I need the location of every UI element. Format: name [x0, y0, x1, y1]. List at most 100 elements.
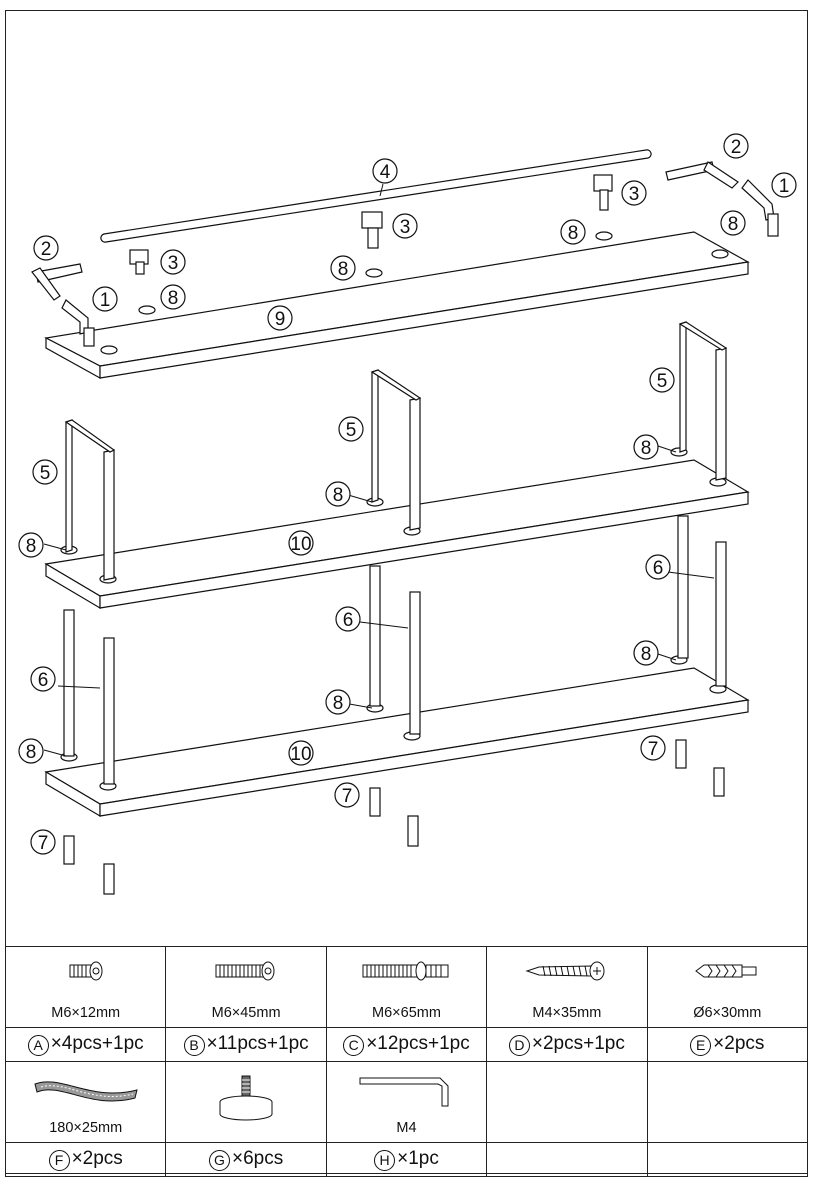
hardware-qty: ×12pcs+1pc	[366, 1033, 470, 1054]
top-rod	[100, 149, 652, 243]
hardware-qty-empty-2	[646, 1142, 809, 1177]
hardware-qty: ×2pcs	[713, 1033, 765, 1054]
callout-7-mid: 7	[334, 782, 360, 808]
strap-icon	[34, 1081, 138, 1102]
callout-1-left: 1	[92, 286, 118, 312]
callout-8-c: 8	[560, 219, 586, 245]
svg-text:2: 2	[41, 239, 52, 260]
letter-badge: E	[690, 1035, 712, 1056]
callout-5-right: 5	[649, 367, 675, 393]
callout-5-mid: 5	[338, 416, 364, 442]
callout-8-d: 8	[720, 210, 746, 236]
hardware-spec: M4	[396, 1120, 417, 1136]
callout-2-left: 2	[33, 235, 59, 261]
hardware-cell-d: M4×35mm	[486, 946, 648, 1028]
callout-8-a: 8	[160, 284, 186, 310]
svg-text:5: 5	[346, 420, 357, 441]
middle-board	[44, 459, 750, 610]
middle-posts	[63, 515, 727, 785]
callout-8-g: 8	[633, 434, 659, 460]
callout-7-right: 7	[640, 735, 666, 761]
hardware-qty-b: B×11pcs+1pc	[165, 1027, 327, 1062]
leveling-foot-icon	[219, 1075, 273, 1121]
hardware-qty: ×1pc	[397, 1148, 439, 1169]
callout-2-right: 2	[723, 133, 749, 159]
letter-badge: A	[27, 1035, 49, 1056]
hardware-spec: Ø6×30mm	[693, 1005, 762, 1021]
hardware-qty: ×2pcs+1pc	[531, 1033, 625, 1054]
callout-7-left: 7	[30, 829, 56, 855]
hardware-cell-e: Ø6×30mm	[646, 946, 809, 1028]
hardware-cell-h: M4	[325, 1061, 488, 1143]
svg-text:8: 8	[568, 223, 579, 244]
long-bolt-icon	[362, 961, 449, 981]
svg-text:4: 4	[380, 162, 391, 183]
callout-8-e: 8	[18, 532, 44, 558]
svg-text:8: 8	[168, 288, 179, 309]
medium-bolt-icon	[215, 961, 275, 981]
callout-5-left: 5	[32, 459, 58, 485]
hardware-qty-h: H×1pc	[325, 1142, 488, 1177]
hardware-cell-empty-2	[646, 1061, 809, 1143]
svg-text:3: 3	[629, 184, 640, 205]
exploded-assembly-diagram: 4 2 3 1 8 3 8 3 8 2 1 8 9 5 5 5 8 8 8 10…	[18, 133, 797, 895]
hardware-qty: ×11pcs+1pc	[206, 1033, 309, 1054]
hardware-spec: 180×25mm	[49, 1120, 123, 1136]
top-board	[44, 231, 750, 380]
hardware-cell-b: M6×45mm	[165, 946, 327, 1028]
letter-badge: G	[208, 1150, 230, 1171]
svg-text:1: 1	[779, 176, 790, 197]
callout-10-upper: 10	[288, 530, 314, 556]
hardware-qty-empty-1	[486, 1142, 648, 1177]
svg-text:9: 9	[275, 309, 286, 330]
svg-text:8: 8	[641, 438, 652, 459]
callout-10-lower: 10	[288, 740, 314, 766]
callout-4: 4	[372, 158, 398, 184]
hardware-cell-f: 180×25mm	[4, 1061, 167, 1143]
hardware-qty-g: G×6pcs	[165, 1142, 327, 1177]
svg-text:8: 8	[338, 259, 349, 280]
hardware-qty-e: E×2pcs	[646, 1027, 809, 1062]
callouts: 4 2 3 1 8 3 8 3 8 2 1 8 9 5 5 5 8 8 8 10…	[18, 133, 797, 855]
callout-8-i: 8	[325, 689, 351, 715]
svg-text:5: 5	[40, 463, 51, 484]
callout-8-j: 8	[633, 640, 659, 666]
callout-8-h: 8	[18, 738, 44, 764]
short-bolt-icon	[69, 961, 103, 981]
svg-text:7: 7	[38, 833, 49, 854]
svg-text:8: 8	[26, 742, 37, 763]
callout-1-right: 1	[771, 172, 797, 198]
connectors	[31, 161, 779, 347]
letter-badge: F	[48, 1150, 70, 1171]
svg-text:3: 3	[168, 253, 179, 274]
callout-3-mid: 3	[392, 213, 418, 239]
svg-text:8: 8	[26, 536, 37, 557]
hardware-qty-a: A×4pcs+1pc	[4, 1027, 167, 1062]
hardware-table: M6×12mm M6×45mm M6×65mm	[4, 946, 809, 1177]
hardware-qty-f: F×2pcs	[4, 1142, 167, 1177]
allen-key-icon	[359, 1077, 449, 1107]
wood-screw-icon	[525, 961, 605, 981]
svg-text:1: 1	[100, 290, 111, 311]
callout-3-left: 3	[160, 249, 186, 275]
hardware-cell-c: M6×65mm	[325, 946, 488, 1028]
callout-6-left: 6	[30, 666, 56, 692]
svg-text:8: 8	[728, 214, 739, 235]
callout-8-f: 8	[325, 481, 351, 507]
hardware-spec: M6×45mm	[211, 1005, 281, 1021]
callout-9: 9	[267, 305, 293, 331]
letter-badge: H	[374, 1150, 396, 1171]
hardware-spec: M4×35mm	[532, 1005, 602, 1021]
letter-badge: C	[343, 1035, 365, 1056]
hardware-cell-a: M6×12mm	[4, 946, 167, 1028]
callout-6-right: 6	[645, 554, 671, 580]
letter-badge: B	[183, 1035, 205, 1056]
leader-lines	[43, 183, 715, 757]
svg-text:8: 8	[641, 644, 652, 665]
svg-text:5: 5	[657, 371, 668, 392]
bottom-board	[44, 667, 750, 818]
svg-text:8: 8	[333, 693, 344, 714]
feet	[63, 739, 725, 895]
upper-frames	[64, 321, 728, 581]
svg-text:7: 7	[648, 739, 659, 760]
